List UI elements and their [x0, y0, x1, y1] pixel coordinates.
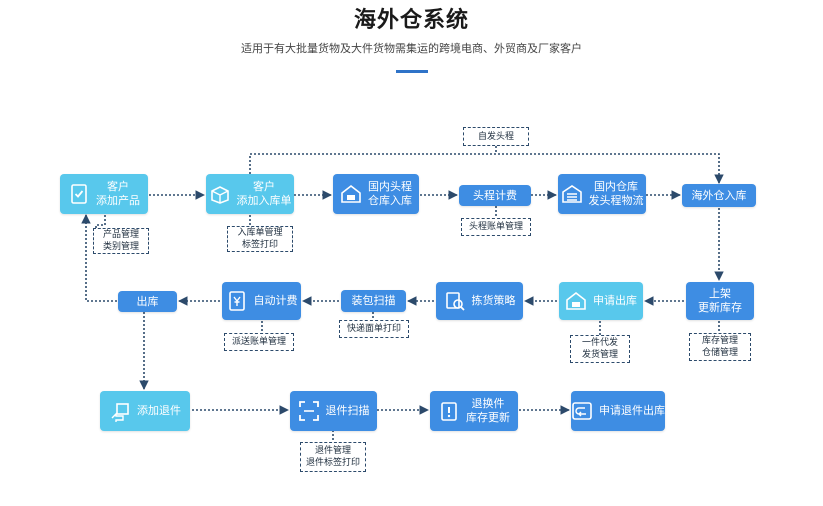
node-domestic-first-leg[interactable]: 国内头程 仓库入库: [333, 174, 419, 214]
note-return-mgmt: 退件管理 退件标签打印: [300, 442, 366, 472]
node-customer-add-product[interactable]: 客户 添加产品: [60, 174, 148, 214]
node-first-leg-billing[interactable]: 头程计费: [459, 185, 531, 206]
search-document-icon: [445, 292, 465, 311]
note-express-print: 快递面单打印: [339, 320, 409, 338]
node-return-scan[interactable]: 退件扫描: [290, 391, 377, 431]
node-shelving[interactable]: 上架 更新库存: [686, 282, 754, 320]
arrow-self-dispatch: [249, 153, 724, 184]
node-label: 上架 更新库存: [698, 287, 742, 314]
arrow-outbound-to-product: [81, 214, 117, 302]
node-overseas-inbound[interactable]: 海外仓入库: [682, 184, 756, 207]
return-package-icon: [111, 403, 129, 422]
node-domestic-warehouse[interactable]: 国内仓库 发头程物流: [558, 174, 646, 214]
node-label: 客户 添加产品: [96, 180, 140, 207]
note-inventory-mgmt: 库存管理 仓储管理: [689, 333, 751, 361]
node-pack-scan[interactable]: 装包扫描: [341, 290, 406, 312]
note-inbound-mgmt: 入库单管理 标签打印: [227, 226, 293, 252]
node-auto-billing[interactable]: 自动计费: [222, 282, 301, 320]
node-customer-add-inbound[interactable]: 客户 添加入库单: [206, 174, 294, 214]
node-label: 国内仓库 发头程物流: [588, 180, 644, 207]
node-add-return[interactable]: 添加退件: [100, 391, 190, 431]
warehouse-truck-icon: [341, 184, 361, 203]
node-return-update[interactable]: 退换件 库存更新: [430, 391, 518, 431]
note-self-first-leg: 自发头程: [463, 127, 529, 146]
warehouse-truck-icon: [566, 291, 586, 310]
note-first-leg-bill: 头程账单管理: [461, 218, 531, 236]
scan-icon: [298, 401, 319, 421]
title-underline: [396, 70, 428, 73]
node-label: 客户 添加入库单: [236, 180, 292, 207]
node-picking-strategy[interactable]: 拣货策略: [436, 282, 523, 320]
node-label: 国内头程 仓库入库: [368, 180, 412, 207]
warehouse-icon: [561, 185, 582, 203]
page-title: 海外仓系统: [353, 8, 469, 33]
page-subtitle: 适用于有大批量货物及大件货物需集运的跨境电商、外贸商及厂家客户: [241, 42, 582, 55]
note-dispatch-bill: 派送账单管理: [224, 333, 294, 351]
box-icon: [210, 186, 229, 204]
node-apply-return-outbound[interactable]: 申请退件出库: [571, 391, 665, 431]
link-note-product: [95, 215, 106, 230]
note-dropship: 一件代发 发货管理: [570, 335, 630, 363]
document-check-icon: [71, 184, 87, 204]
node-label: 退换件 库存更新: [466, 397, 510, 424]
invoice-yen-icon: [228, 291, 245, 311]
clipboard-alert-icon: [441, 402, 457, 421]
return-arrow-icon: [572, 402, 592, 420]
note-product-mgmt: 产品管理 类别管理: [93, 228, 149, 254]
node-apply-outbound[interactable]: 申请出库: [559, 282, 643, 320]
node-outbound[interactable]: 出库: [118, 291, 177, 312]
